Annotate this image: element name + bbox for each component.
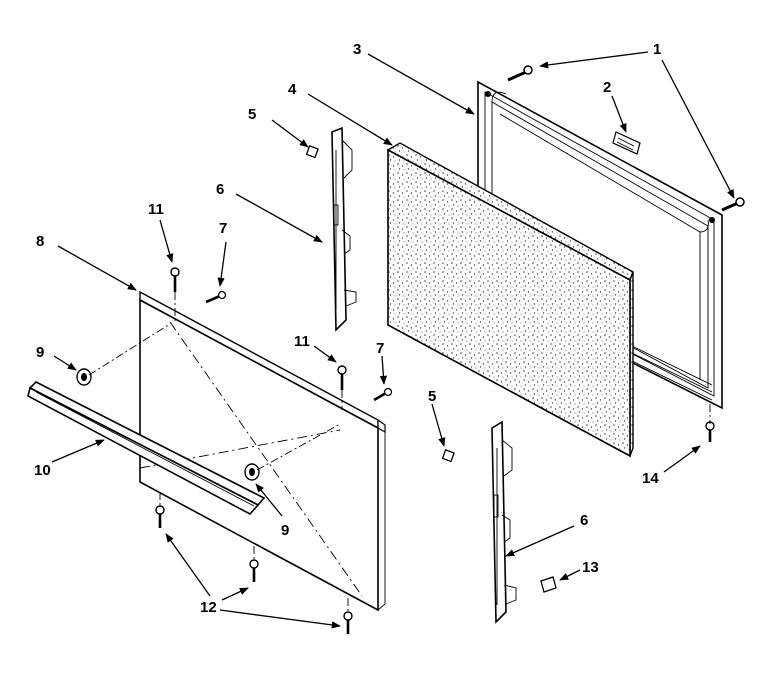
callout-12: 12: [200, 599, 217, 616]
screw-icon: [507, 65, 533, 82]
callout-labels: 1 2 3 4 5 6 11 7 8 9 11 7 5 10 9 6 13 14…: [34, 41, 661, 616]
callout-6a: 6: [216, 181, 224, 198]
spacer-icon: [244, 463, 260, 481]
screw-icon: [205, 290, 227, 304]
screw-icon: [170, 267, 180, 292]
screw-icon: [705, 421, 715, 442]
door-liner-frame: [477, 80, 723, 410]
callout-14: 14: [642, 470, 659, 487]
screw-icon: [373, 387, 393, 402]
callout-7a: 7: [219, 220, 227, 237]
screw-icon: [337, 365, 347, 390]
leader-lines: [51, 51, 735, 629]
callout-8: 8: [36, 233, 44, 250]
spacer-icon: [76, 368, 92, 386]
screw-icon: [721, 197, 745, 212]
callout-5a: 5: [248, 106, 256, 123]
hinge-clip-icon: [305, 145, 319, 159]
callout-7b: 7: [376, 340, 384, 357]
callout-11b: 11: [294, 333, 310, 350]
screw-icon: [155, 505, 165, 528]
callout-9b: 9: [281, 522, 289, 539]
callout-11a: 11: [148, 201, 164, 218]
callout-1: 1: [653, 41, 661, 58]
label-plate-icon: [612, 131, 641, 155]
callout-13: 13: [582, 559, 599, 576]
callout-9a: 9: [36, 344, 44, 361]
hinge-clip-icon: [441, 449, 455, 463]
callout-4: 4: [288, 81, 297, 98]
hinge-bracket-upper: [331, 126, 357, 332]
callout-2: 2: [603, 79, 611, 96]
hinge-bracket-lower: [491, 420, 517, 624]
callout-3: 3: [353, 41, 361, 58]
screw-icon: [343, 611, 353, 634]
outer-door-panel: [139, 290, 386, 612]
screw-icon: [249, 559, 259, 582]
callout-6b: 6: [580, 512, 588, 529]
door-handle: [27, 381, 266, 516]
alignment-lines: [88, 292, 711, 614]
callout-5b: 5: [428, 388, 436, 405]
callout-10: 10: [34, 462, 51, 479]
insulation-pad: [386, 142, 634, 458]
clip-icon: [540, 576, 557, 593]
